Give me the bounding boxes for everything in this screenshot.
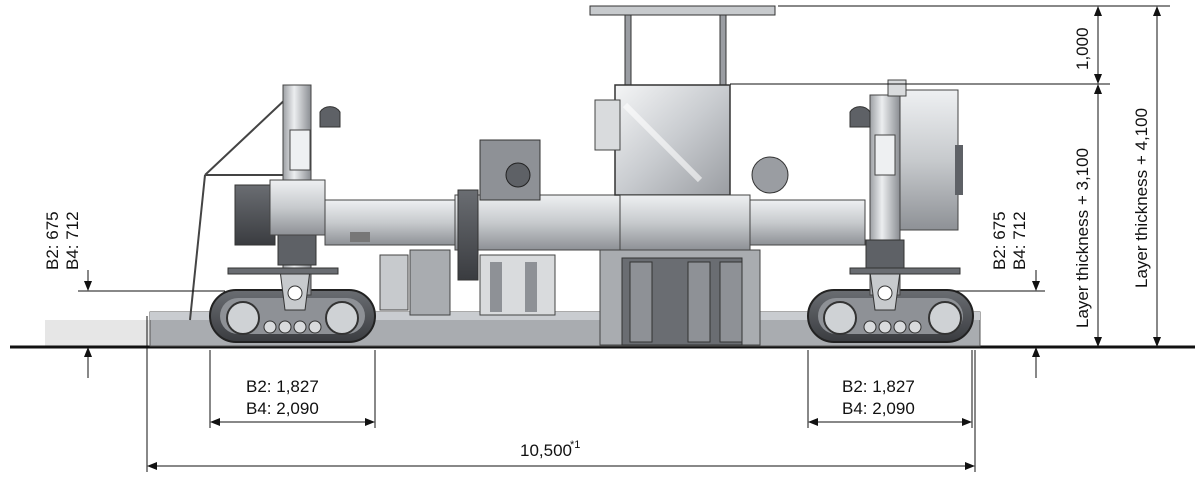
footnote-mark: *1	[570, 439, 580, 451]
right-track-b2-label: B2: 1,827	[842, 377, 915, 396]
dimension-arrowheads	[84, 6, 1161, 470]
layer-thickness-4100-label: Layer thickness + 4,100	[1132, 108, 1151, 288]
left-height-b4-label: B4: 712	[63, 211, 82, 270]
right-height-b4-label: B4: 712	[1010, 211, 1029, 270]
slipform-paver-machine	[149, 5, 981, 347]
paving-mould	[599, 249, 761, 346]
left-track-b2-label: B2: 1,827	[246, 377, 319, 396]
dimension-lines	[78, 5, 1170, 472]
left-track-b4-label: B4: 2,090	[246, 399, 319, 418]
left-height-b2-label: B2: 675	[43, 211, 62, 270]
right-crawler-track	[807, 289, 974, 343]
overall-length-label: 10,500	[520, 441, 572, 460]
top-offset-label: 1,000	[1073, 27, 1092, 70]
left-crawler-track	[209, 289, 376, 343]
right-track-b4-label: B4: 2,090	[842, 399, 915, 418]
right-height-b2-label: B2: 675	[990, 211, 1009, 270]
layer-thickness-3100-label: Layer thickness + 3,100	[1073, 148, 1092, 328]
